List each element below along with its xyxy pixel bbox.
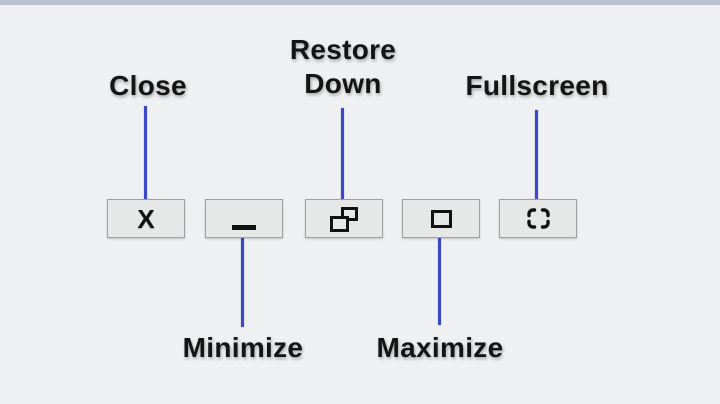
close-button[interactable]: X: [107, 199, 185, 238]
fullscreen-connector-line: [535, 110, 538, 199]
maximize-connector-line: [438, 238, 441, 325]
maximize-square-icon: [430, 209, 452, 228]
minimize-connector-line: [241, 238, 244, 327]
restore-down-button[interactable]: [305, 199, 383, 238]
restore-down-connector-line: [341, 108, 344, 199]
restore-down-icon: [330, 206, 358, 232]
close-label: Close: [109, 70, 187, 101]
restore-front-square: [330, 215, 349, 232]
fullscreen-button[interactable]: [499, 199, 577, 238]
close-connector-line: [144, 106, 147, 199]
restore-back-square: [341, 206, 358, 221]
maximize-label: Maximize: [376, 332, 504, 363]
minimize-button[interactable]: [205, 199, 283, 238]
minimize-underscore-icon: [232, 225, 256, 230]
maximize-button[interactable]: [402, 199, 480, 238]
fullscreen-corners-icon: [526, 208, 550, 229]
close-x-icon: X: [137, 203, 155, 234]
minimize-label: Minimize: [182, 332, 304, 363]
restore-down-label: Restore Down: [289, 34, 397, 99]
video-progress-strip: [0, 0, 720, 5]
fullscreen-label: Fullscreen: [465, 70, 609, 101]
